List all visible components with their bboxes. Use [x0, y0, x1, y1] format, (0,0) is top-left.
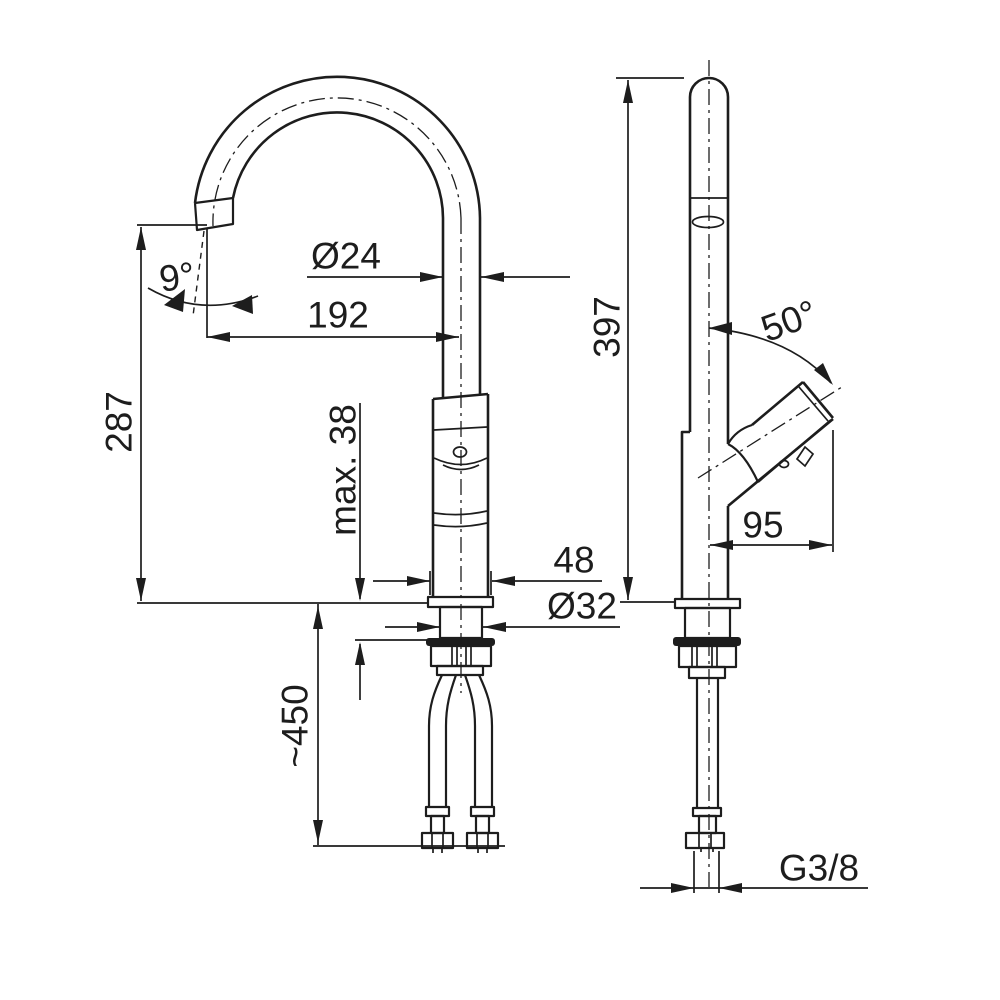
- front-indicator-dot: [452, 446, 468, 458]
- dim-hose-length-label: ~450: [275, 684, 316, 767]
- side-deck-flange: [673, 597, 742, 610]
- front-supply-hoses: [420, 674, 500, 853]
- dim-spout-angle-label: 9°: [157, 254, 198, 300]
- dim-total-height-label: 397: [587, 296, 628, 358]
- side-view: 397 50° 95 G3/8: [587, 60, 868, 893]
- side-mounting-nut: [677, 644, 738, 669]
- dim-thread-label: G3/8: [779, 848, 859, 889]
- side-lever-tip-detail: [795, 445, 815, 468]
- dim-max-thickness-label: max. 38: [323, 404, 364, 536]
- side-seal-washer: [673, 637, 741, 646]
- dim-spout-reach-label: 192: [307, 295, 369, 336]
- front-spout-outline: [193, 75, 482, 398]
- dim-spout-diameter-label: Ø24: [311, 236, 381, 277]
- side-hose-nut: [684, 831, 726, 850]
- front-centerlines: [212, 97, 462, 693]
- dim-base-width-label: 48: [553, 540, 594, 581]
- front-hose-nut-right: [465, 831, 500, 850]
- front-dimensions: 287 9° Ø24 192 max. 38: [99, 224, 620, 847]
- dim-lever-angle-label: 50°: [756, 292, 823, 350]
- side-supply-hose: [684, 678, 726, 852]
- dim-hole-diameter-label: Ø32: [547, 586, 617, 627]
- side-mounting: [673, 597, 742, 680]
- front-view: 287 9° Ø24 192 max. 38: [99, 75, 620, 853]
- side-shank: [683, 606, 732, 640]
- dim-lever-reach-label: 95: [742, 505, 783, 546]
- side-lever-axis: [697, 384, 846, 479]
- side-spout-outlet: [691, 215, 725, 229]
- side-lever-handle: [697, 381, 846, 483]
- side-dimensions: 397 50° 95 G3/8: [587, 77, 868, 893]
- dim-spout-height-label: 287: [99, 391, 140, 453]
- front-hose-nut-left: [420, 831, 455, 850]
